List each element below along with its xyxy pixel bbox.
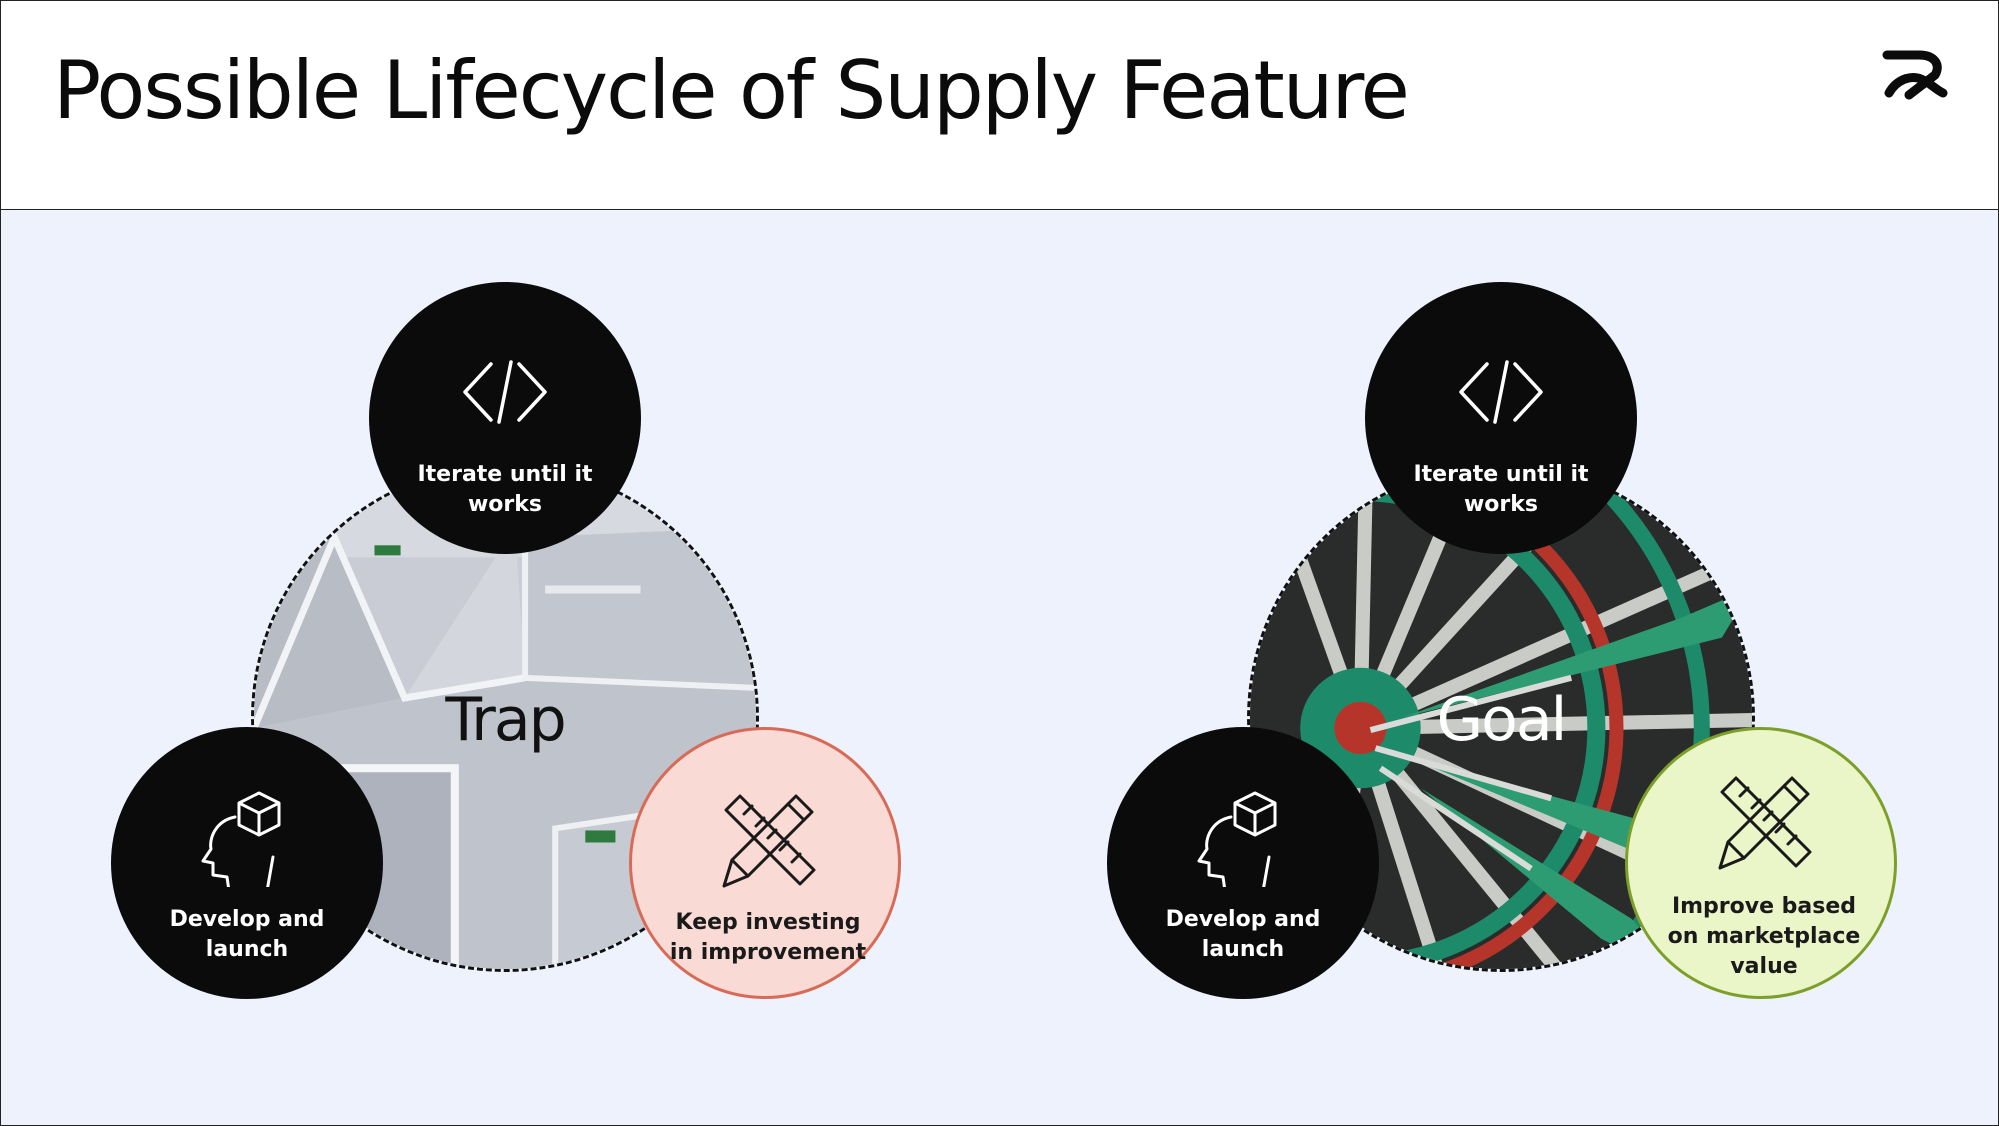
head-with-cube-icon [201,791,281,887]
goal-cycle: Goal Iterate until it works Develop and … [1107,282,1917,1002]
goal-node-iterate: Iterate until it works [1365,282,1637,554]
goal-node-develop: Develop and launch [1107,727,1379,999]
trap-node-develop: Develop and launch [111,727,383,999]
slide-header: Possible Lifecycle of Supply Feature [0,0,1999,210]
goal-node-iterate-label: Iterate until it works [1413,462,1589,517]
trap-node-keep-investing-label: Keep investing in improvement [669,910,867,965]
page-title: Possible Lifecycle of Supply Feature [53,44,1410,137]
goal-node-improve: Improve based on marketplace value [1625,727,1897,999]
code-brackets-icon [1459,360,1543,424]
diagram-canvas: Trap Iterate until it works Develop and … [0,210,1999,1126]
trap-cycle: Trap Iterate until it works Develop and … [111,282,921,1002]
goal-node-develop-label: Develop and launch [1165,907,1321,962]
ruler-pencil-icon [1718,776,1812,870]
trap-node-iterate: Iterate until it works [369,282,641,554]
trap-node-keep-investing: Keep investing in improvement [629,727,901,999]
brand-logo-icon [1882,50,1948,100]
code-brackets-icon [463,360,547,424]
trap-node-develop-label: Develop and launch [169,907,325,962]
goal-node-improve-label: Improve based on marketplace value [1667,894,1861,979]
head-with-cube-icon [1197,791,1277,887]
goal-label: Goal [1436,685,1568,755]
trap-label: Trap [445,685,566,755]
trap-node-iterate-label: Iterate until it works [417,462,593,517]
ruler-pencil-icon [722,794,816,888]
